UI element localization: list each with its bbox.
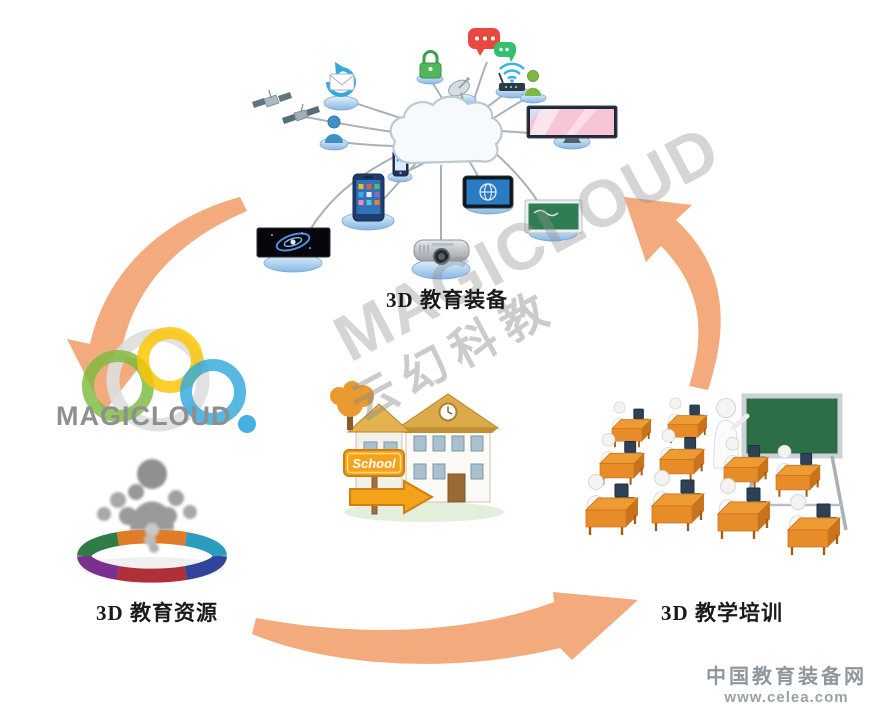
label-equipment: 3D 教育装备 (386, 288, 508, 312)
space-display-icon (256, 227, 331, 258)
label-resources: 3D 教育资源 (96, 601, 218, 625)
chat-bubbles-icon (468, 28, 516, 62)
person-blue-icon (325, 115, 343, 143)
sculpture-base-ring (77, 529, 227, 583)
student-desk (650, 469, 706, 533)
padlock-icon (419, 50, 442, 79)
student-desk (716, 477, 772, 541)
mobile-phone-icon (352, 173, 385, 222)
email-sync-icon (326, 62, 356, 97)
figure-cluster (97, 459, 197, 553)
student-desk (611, 400, 652, 449)
widescreen-display-icon (526, 105, 618, 143)
cycle-arrow-bottom (252, 592, 638, 664)
projector-icon (413, 239, 470, 265)
device-network (252, 28, 618, 280)
school-illustration: School (330, 381, 504, 522)
classroom-illustration (584, 393, 848, 557)
tree-icon (330, 381, 374, 430)
wifi-router-icon (498, 62, 525, 91)
direction-arrow-icon (349, 479, 435, 515)
school-sign-label: School (352, 456, 396, 471)
resource-sculpture (77, 459, 227, 583)
satellite-icon (252, 89, 320, 124)
student-desk (786, 493, 842, 557)
person-green-icon (525, 70, 541, 96)
magicloud-logo-swirl (82, 327, 256, 433)
cycle-arrow-right (624, 197, 721, 390)
magicloud-logo-text: MAGICLOUD (56, 401, 232, 431)
interactive-whiteboard-icon (524, 199, 583, 234)
school-sign: School (343, 449, 405, 477)
label-training: 3D 教学培训 (661, 601, 783, 625)
cloud-icon (389, 95, 503, 165)
tablet-icon (462, 175, 514, 209)
